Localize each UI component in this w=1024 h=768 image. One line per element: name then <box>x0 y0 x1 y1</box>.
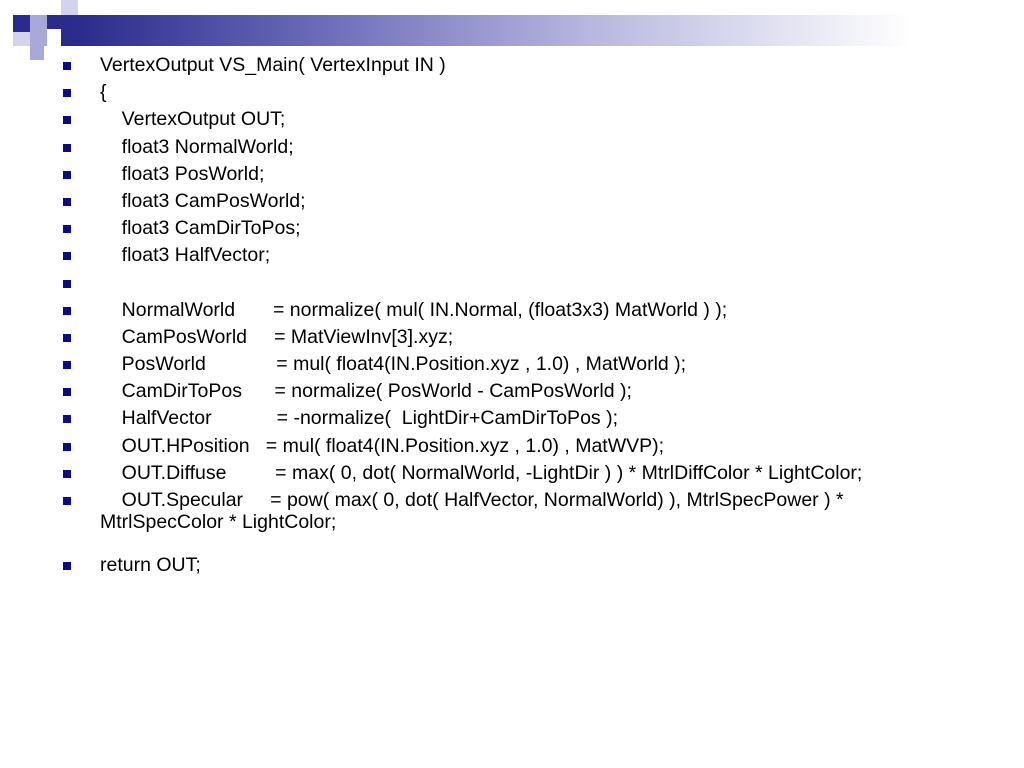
list-item: VertexOutput OUT; <box>0 108 1024 130</box>
bullet-icon <box>63 497 71 505</box>
bullet-icon <box>63 333 71 342</box>
bullet-icon <box>63 116 71 125</box>
bullet-icon <box>63 143 71 152</box>
list-item: VertexOutput VS_Main( VertexInput IN ) <box>0 54 1024 76</box>
code-line: float3 CamPosWorld; <box>100 189 306 212</box>
bullet-icon <box>63 442 71 451</box>
decor-square <box>30 32 47 46</box>
decor-square <box>47 15 61 29</box>
bullet-icon <box>63 197 71 206</box>
code-line: OUT.Diffuse = max( 0, dot( NormalWorld, … <box>100 461 863 484</box>
bullet-icon <box>63 225 71 234</box>
decor-square <box>61 0 78 15</box>
bullet-icon <box>63 306 71 315</box>
code-line: HalfVector = -normalize( LightDir+CamDir… <box>100 407 618 430</box>
code-line: NormalWorld = normalize( mul( IN.Normal,… <box>100 298 728 321</box>
list-item: HalfVector = -normalize( LightDir+CamDir… <box>0 407 1024 429</box>
code-line: float3 PosWorld; <box>100 162 265 185</box>
code-line: return OUT; <box>100 554 201 576</box>
list-item: float3 NormalWorld; <box>0 136 1024 158</box>
code-line: { <box>100 81 107 104</box>
bullet-icon <box>63 469 71 478</box>
list-item: NormalWorld = normalize( mul( IN.Normal,… <box>0 299 1024 321</box>
bullet-icon <box>63 415 71 424</box>
code-line: float3 HalfVector; <box>100 244 271 267</box>
title-band <box>78 15 1024 46</box>
code-line: CamPosWorld = MatViewInv[3].xyz; <box>100 325 454 348</box>
decor-square <box>61 15 78 46</box>
bullet-icon <box>63 361 71 370</box>
code-line: float3 NormalWorld; <box>100 135 294 158</box>
code-line: OUT.HPosition = mul( float4(IN.Position.… <box>100 434 665 457</box>
list-item: float3 PosWorld; <box>0 163 1024 185</box>
decor-square <box>13 32 30 46</box>
list-item: OUT.Specular = pow( max( 0, dot( HalfVec… <box>0 489 1024 533</box>
decor-square <box>30 46 44 60</box>
list-item: float3 CamDirToPos; <box>0 217 1024 239</box>
code-line: PosWorld = mul( float4(IN.Position.xyz ,… <box>100 353 687 376</box>
bullet-icon <box>63 279 71 288</box>
code-line: VertexOutput VS_Main( VertexInput IN ) <box>100 54 446 76</box>
list-item: PosWorld = mul( float4(IN.Position.xyz ,… <box>0 353 1024 375</box>
code-line: OUT.Specular = pow( max( 0, dot( HalfVec… <box>100 489 849 533</box>
bullet-icon <box>63 562 71 570</box>
list-item: CamDirToPos = normalize( PosWorld - CamP… <box>0 380 1024 402</box>
list-item: OUT.Diffuse = max( 0, dot( NormalWorld, … <box>0 462 1024 484</box>
code-line: VertexOutput OUT; <box>100 108 286 131</box>
decor-square <box>30 15 47 32</box>
bullet-icon <box>63 89 71 98</box>
list-item: return OUT; <box>0 554 1024 576</box>
code-line: CamDirToPos = normalize( PosWorld - CamP… <box>100 380 632 403</box>
code-bullet-list: VertexOutput VS_Main( VertexInput IN ) {… <box>0 54 1024 581</box>
list-item <box>0 272 1024 294</box>
code-line: float3 CamDirToPos; <box>100 217 301 240</box>
list-item: OUT.HPosition = mul( float4(IN.Position.… <box>0 435 1024 457</box>
bullet-icon <box>63 170 71 179</box>
decor-square <box>13 15 30 32</box>
bullet-icon <box>63 62 71 70</box>
list-item: { <box>0 81 1024 103</box>
list-item: CamPosWorld = MatViewInv[3].xyz; <box>0 326 1024 348</box>
bullet-icon <box>63 252 71 261</box>
list-item: float3 CamPosWorld; <box>0 190 1024 212</box>
list-item: float3 HalfVector; <box>0 244 1024 266</box>
bullet-icon <box>63 388 71 397</box>
